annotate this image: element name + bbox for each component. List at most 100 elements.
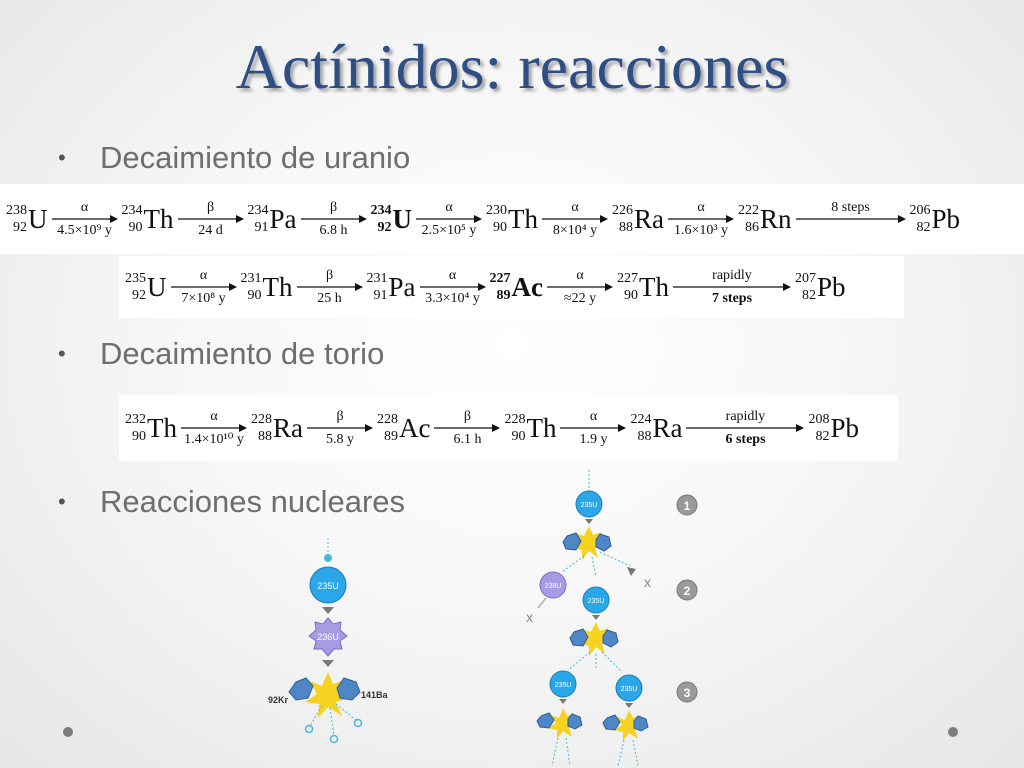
bullet-dot: • (58, 489, 66, 514)
fragment-icon (633, 715, 649, 732)
half-life-label: 24 d (198, 222, 223, 238)
element-symbol: Rn (760, 203, 792, 234)
mass-number: 207 (794, 271, 816, 286)
atomic-number: 90 (128, 220, 143, 235)
barium-141-label: 141Ba (361, 690, 389, 700)
element-symbol: Pb (816, 271, 846, 302)
half-life-label: 3.3×10⁴ y (425, 290, 480, 306)
atomic-number: 91 (254, 220, 269, 235)
atomic-number: 90 (511, 429, 526, 444)
blocked-mark: x (644, 574, 651, 590)
right-arrow-icon (686, 423, 805, 432)
decay-mode-label: β (325, 267, 334, 283)
right-arrow-icon (416, 214, 482, 223)
barium-fragment-icon (336, 677, 361, 701)
fragment-icon (595, 533, 612, 552)
slide-nav-dot-right (948, 727, 958, 737)
down-arrow-icon (322, 607, 334, 614)
half-life-label: 1.4×10¹⁰ y (184, 431, 244, 447)
atomic-number: 92 (132, 288, 146, 303)
decay-mode-label: α (80, 199, 89, 215)
bullet-reactions: • Reacciones nucleares (58, 484, 405, 520)
uranium-235-label: 235U (317, 581, 339, 591)
bullet-reactions-text: Reacciones nucleares (100, 484, 406, 519)
fission-flash-icon (572, 526, 605, 560)
decay-mode-label: α (210, 408, 218, 424)
mass-number: 226 (612, 203, 633, 218)
atomic-number: 82 (801, 288, 816, 303)
half-life-label: 7×10⁸ y (181, 290, 226, 306)
half-life-label: 1.6×10³ y (673, 222, 729, 238)
fission-diagram: 235U 236U 92Kr 141Ba (268, 538, 389, 744)
element-symbol: U (147, 271, 167, 302)
fragment-icon (569, 628, 589, 647)
half-life-label: 6 steps (725, 431, 766, 447)
uranium-235-nucleus-icon (575, 490, 603, 518)
element-symbol: Ac (399, 412, 431, 443)
step-2-badge-icon (676, 579, 698, 601)
mass-number: 228 (377, 412, 398, 427)
element-symbol: Th (143, 203, 174, 234)
right-arrow-icon (296, 282, 363, 291)
atomic-number: 90 (623, 288, 638, 303)
bullet-uranium: • Decaimiento de uranio (58, 140, 410, 176)
decay-mode-label: β (463, 408, 472, 424)
fragment-icon (536, 712, 555, 729)
atomic-number: 89 (496, 288, 511, 303)
atomic-number: 88 (258, 429, 272, 444)
atomic-number: 82 (815, 429, 830, 444)
slide-title: Actínidos: reacciones (235, 31, 789, 102)
decay-mode-label: rapidly (725, 408, 766, 424)
element-symbol: Pa (269, 203, 297, 234)
mass-number: 228 (504, 412, 526, 427)
mass-number: 222 (738, 203, 759, 218)
uranium-236-label: 236U (317, 632, 339, 642)
atomic-number: 82 (916, 220, 931, 235)
mass-number: 234 (247, 203, 269, 218)
decay-arrow: α 4.5×10⁹ y (51, 199, 118, 239)
element-symbol: Ra (634, 203, 664, 234)
half-life-label: 4.5×10⁹ y (57, 222, 112, 238)
decay-mode-label: α (445, 199, 453, 215)
atomic-number: 90 (132, 429, 146, 444)
element-symbol: U (28, 203, 48, 234)
right-arrow-icon (307, 423, 373, 432)
atomic-number: 89 (384, 429, 398, 444)
decay-mode-label: β (206, 199, 215, 215)
decay-mode-label: 8 steps (831, 199, 870, 215)
element-symbol: Th (638, 271, 669, 302)
right-arrow-icon (560, 423, 627, 432)
decay-mode-label: α (199, 267, 208, 283)
mass-number: 227 (489, 271, 511, 286)
atomic-number: 90 (493, 220, 507, 235)
neutron-icon (324, 554, 332, 562)
released-neutron-paths (309, 703, 357, 737)
atomic-number: 91 (373, 288, 388, 303)
mass-number: 208 (808, 412, 830, 427)
right-arrow-icon (177, 214, 244, 223)
